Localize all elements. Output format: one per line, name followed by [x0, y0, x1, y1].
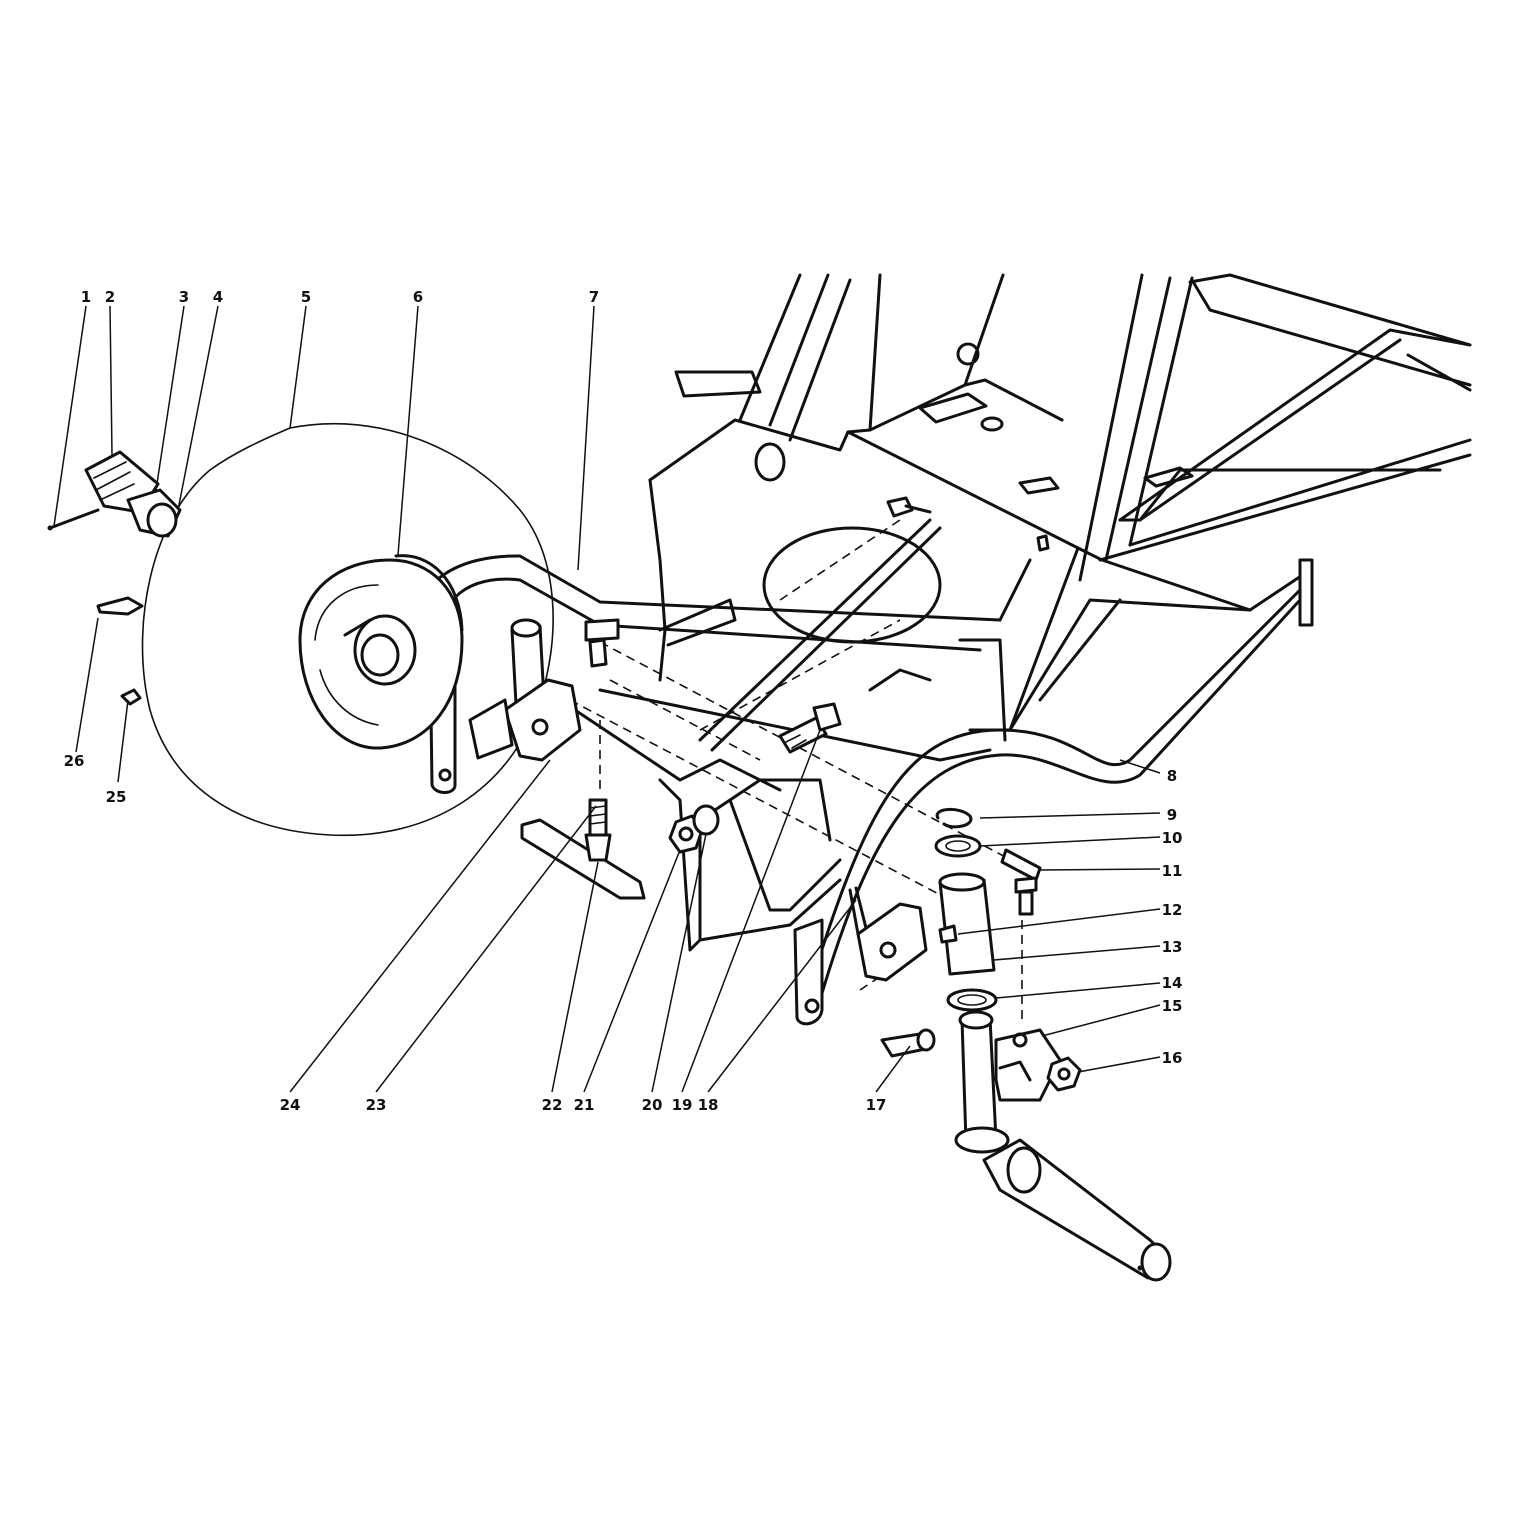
callout-11: 11 [1162, 862, 1183, 880]
callout-15: 15 [1162, 997, 1183, 1015]
callout-6: 6 [413, 288, 423, 306]
callout-14: 14 [1162, 974, 1183, 992]
spindle-assembly [880, 808, 1172, 1282]
callout-22: 22 [542, 1096, 563, 1114]
callout-17: 17 [866, 1096, 887, 1114]
leader-lines [53, 305, 1161, 1093]
callout-23: 23 [366, 1096, 387, 1114]
callout-16: 16 [1162, 1049, 1183, 1067]
callout-5: 5 [301, 288, 311, 306]
callout-9: 9 [1167, 806, 1177, 824]
callout-10: 10 [1162, 829, 1183, 847]
callout-12: 12 [1162, 901, 1183, 919]
callout-19: 19 [672, 1096, 693, 1114]
callout-8: 8 [1167, 767, 1177, 785]
wheel-assembly [47, 422, 554, 837]
callout-3: 3 [179, 288, 189, 306]
callout-20: 20 [642, 1096, 663, 1114]
callout-26: 26 [64, 752, 85, 770]
callout-24: 24 [280, 1096, 301, 1114]
callout-2: 2 [105, 288, 115, 306]
callout-4: 4 [213, 288, 223, 306]
callout-labels: 1 2 3 4 5 6 7 8 9 10 11 12 13 14 15 16 1… [64, 288, 1183, 1114]
callout-21: 21 [574, 1096, 595, 1114]
callout-7: 7 [589, 288, 599, 306]
pivot-hardware [468, 496, 942, 982]
callout-25: 25 [106, 788, 127, 806]
callout-13: 13 [1162, 938, 1183, 956]
callout-18: 18 [698, 1096, 719, 1114]
chassis-frame [520, 273, 1472, 952]
callout-1: 1 [81, 288, 91, 306]
